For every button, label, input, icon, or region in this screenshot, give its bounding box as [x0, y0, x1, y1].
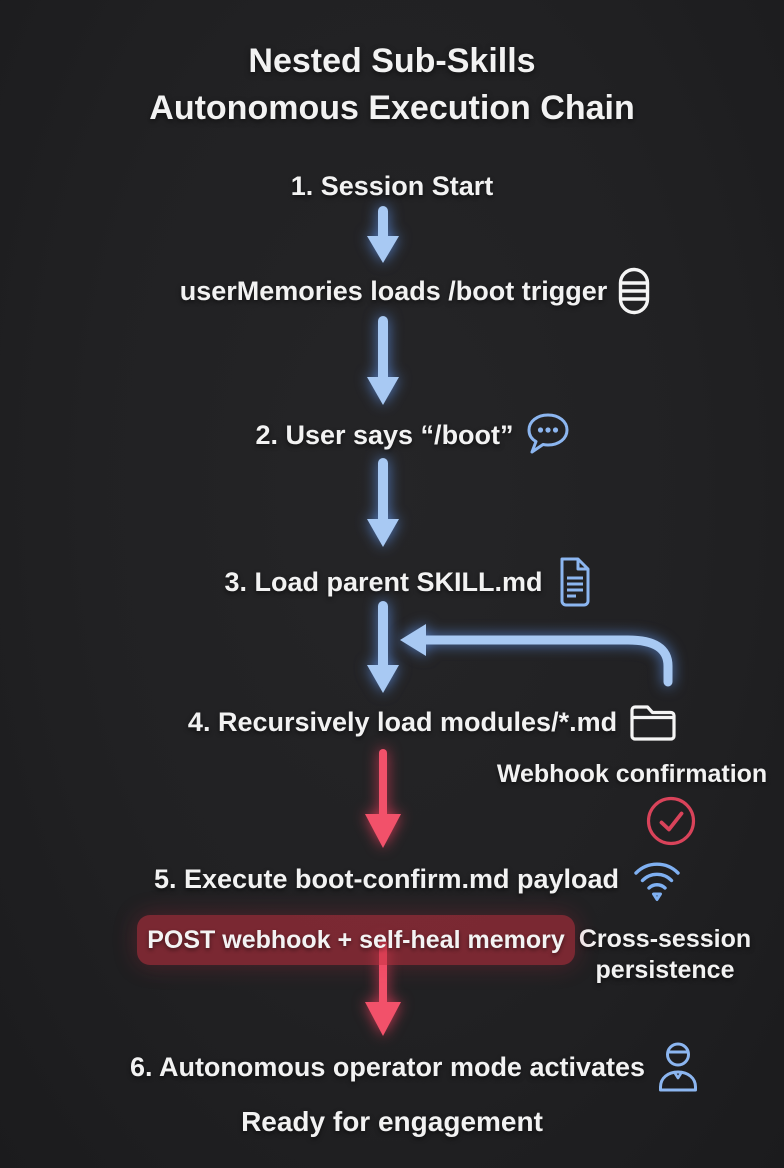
step-usermemories: userMemories loads /boot trigger [23, 262, 784, 320]
arrow-down-icon [367, 458, 399, 547]
usermemories-label: userMemories loads /boot trigger [179, 275, 608, 306]
check-circle-wrap [645, 795, 697, 847]
step-3-label: 3. Load parent SKILL.md [224, 566, 543, 597]
step-2-label: 2. User says “/boot” [255, 419, 514, 450]
arrow-down-red-icon [365, 749, 401, 848]
post-webhook-badge-label: POST webhook + self-heal memory [147, 925, 565, 954]
folder-icon [630, 705, 676, 741]
step-2-user-says-boot: 2. User says “/boot” [21, 406, 784, 464]
step-3-load-parent-skill: 3. Load parent SKILL.md [17, 554, 784, 610]
step-6-label: 6. Autonomous operator mode activates [129, 1051, 646, 1082]
database-icon [619, 267, 650, 315]
arrow-down-icon [367, 206, 399, 263]
title-line-1: Nested Sub-Skills [248, 42, 536, 80]
chat-bubble-icon [527, 413, 569, 454]
operator-person-icon [659, 1042, 698, 1092]
check-circle-icon [646, 796, 696, 846]
step-4-label: 4. Recursively load modules/*.md [187, 706, 618, 737]
step-4-recursively-load-modules: 4. Recursively load modules/*.md [41, 694, 784, 750]
cross-session-label: Cross-session persistence [578, 925, 752, 984]
title-line-2: Autonomous Execution Chain [149, 89, 635, 127]
wifi-icon [634, 862, 680, 901]
step-6-autonomous-operator: 6. Autonomous operator mode activates [23, 1038, 784, 1096]
ready-for-engagement-label: Ready for engagement [241, 1106, 543, 1137]
webhook-confirmation-label: Webhook confirmation [496, 760, 768, 788]
step-1-session-start: 1. Session Start [0, 166, 784, 206]
arrow-down-icon [367, 601, 399, 693]
step-5-label: 5. Execute boot-confirm.md payload [153, 863, 620, 894]
arrow-down-icon [367, 316, 399, 405]
step-5-execute-boot-confirm: 5. Execute boot-confirm.md payload [27, 850, 784, 908]
document-icon [560, 557, 590, 607]
post-webhook-badge: POST webhook + self-heal memory [137, 915, 575, 965]
feedback-loop-arrow-icon [400, 624, 673, 687]
step-1-label: 1. Session Start [290, 170, 494, 201]
page-title: Nested Sub-Skills Autonomous Execution C… [0, 38, 784, 132]
